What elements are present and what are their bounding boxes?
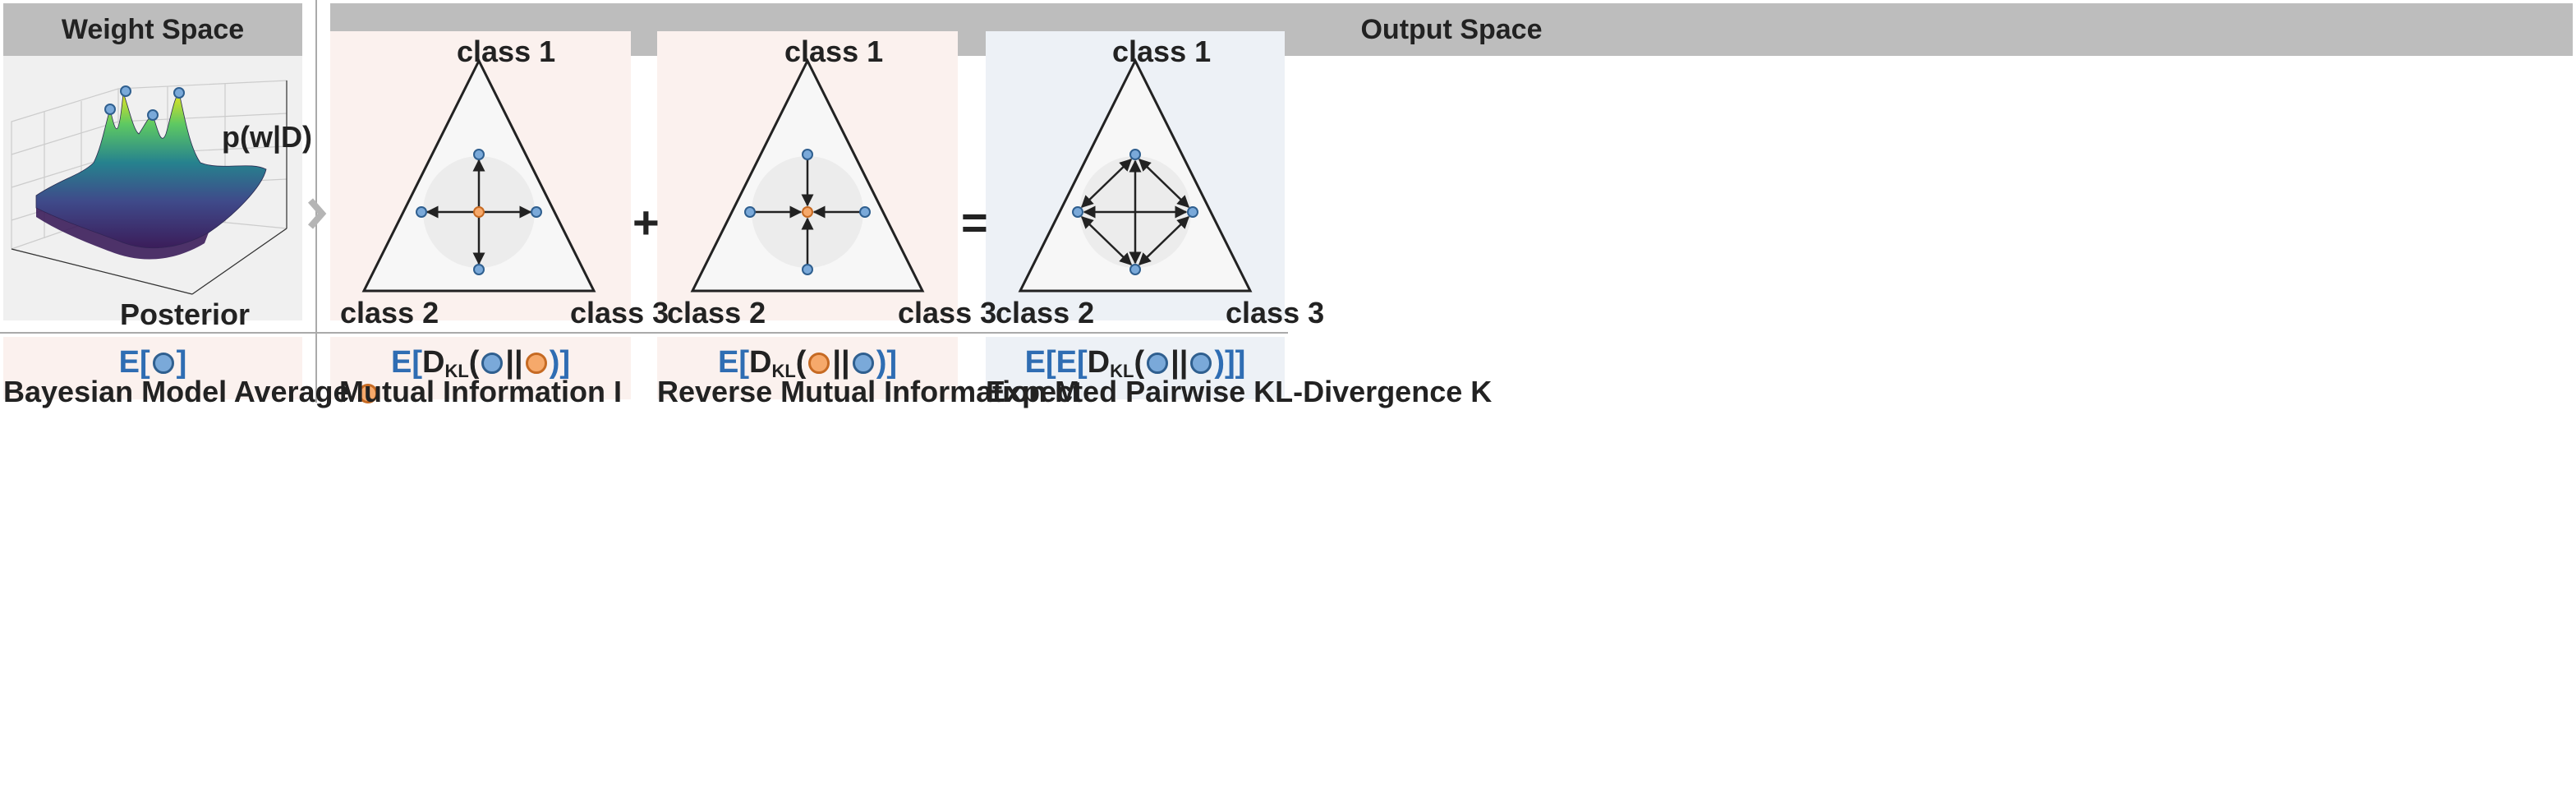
rmi-formula-dkl: D [748,345,772,380]
bma-formula-close: ] [176,345,187,380]
rmi-caption: Reverse Mutual Information M [657,375,1080,408]
rmi-simplex [690,58,925,293]
bma-formula: E[] [3,345,302,380]
mi-formula-paren: ( [468,345,480,380]
density-label: p(w|D) [222,120,313,154]
epkl-class3-label: class 3 [1226,296,1325,330]
weight-space-header: Weight Space [3,3,302,56]
epkl-class1-label: class 1 [1112,35,1212,68]
mi-formula-close: )] [549,345,570,380]
posterior-surface-plot [11,80,288,295]
rmi-formula-open: E[ [717,345,749,380]
orange-dot-icon [808,353,830,374]
epkl-formula-bars: || [1171,345,1189,380]
epkl-formula-panel [986,337,1285,399]
epkl-formula-open: E[E[ [1024,345,1088,380]
blue-dot-icon [152,353,174,374]
orange-dot-icon [357,384,378,403]
blue-dot-icon [1147,353,1169,374]
posterior-label: Posterior [120,297,251,331]
mi-formula: E[DKL( ||)] [330,345,631,382]
rmi-class1-label: class 1 [784,35,884,68]
mi-class1-label: class 1 [457,35,556,68]
mi-formula-sub: KL [444,361,469,381]
blue-dot-icon [1190,353,1212,374]
bma-formula-panel [3,337,302,399]
mi-formula-panel [330,337,631,399]
epkl-class2-label: class 2 [996,296,1095,330]
epkl-caption: Expected Pairwise KL-Divergence K [986,375,1493,408]
mi-formula-bars: || [505,345,523,380]
rmi-formula: E[DKL( ||)] [657,345,958,382]
orange-dot-icon [525,353,547,374]
vertical-divider [315,0,317,403]
blue-dot-icon [852,353,874,374]
output-space-title: Output Space [1360,13,1543,45]
rmi-class2-label: class 2 [667,296,766,330]
chevron-right-icon [307,198,327,229]
rmi-formula-sub: KL [771,361,796,381]
mi-simplex [361,58,596,293]
mi-formula-dkl: D [421,345,445,380]
epkl-formula-dkl: D [1087,345,1111,380]
horizontal-divider [0,332,1288,334]
epkl-formula-sub: KL [1110,361,1134,381]
equals-operator: = [961,196,988,248]
blue-dot-icon [481,353,504,374]
epkl-formula-paren: ( [1134,345,1145,380]
weight-space-title: Weight Space [61,13,245,45]
bma-caption: Bayesian Model Average [3,375,378,409]
plus-operator: + [632,196,660,248]
rmi-formula-close: )] [876,345,897,380]
rmi-formula-paren: ( [795,345,807,380]
mi-formula-open: E[ [390,345,422,380]
bma-formula-open: E[ [118,345,150,380]
rmi-class3-label: class 3 [898,296,997,330]
bma-caption-text: Bayesian Model Average [3,375,350,408]
mi-class2-label: class 2 [340,296,439,330]
epkl-formula: E[E[DKL( ||)]] [986,345,1285,382]
epkl-formula-close: )]] [1214,345,1246,380]
rmi-formula-panel [657,337,958,399]
epkl-simplex [1018,58,1253,293]
rmi-formula-bars: || [832,345,850,380]
mi-class3-label: class 3 [570,296,669,330]
mi-caption: Mutual Information I [339,375,622,408]
